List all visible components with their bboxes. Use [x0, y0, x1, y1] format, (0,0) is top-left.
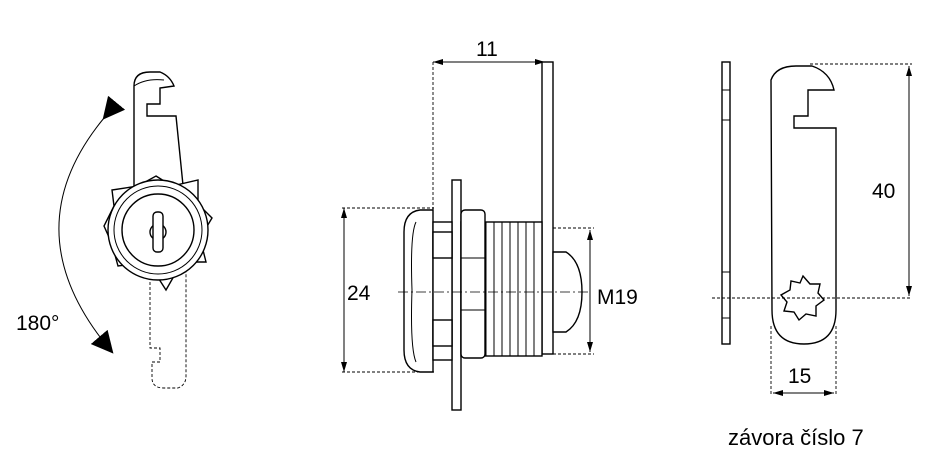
length-dimension: 40 — [872, 180, 895, 203]
mounting-plate — [451, 179, 462, 411]
cam-upper — [133, 71, 185, 196]
side-view: 11 — [341, 38, 638, 411]
hex-nut — [432, 209, 486, 359]
cam-outline — [770, 65, 837, 345]
width-dimension: 15 — [788, 365, 811, 388]
cam-edge-view — [721, 61, 731, 345]
height-dimension: 24 — [347, 282, 371, 305]
cam-detail-view: 40 15 — [712, 61, 912, 396]
lock-head — [403, 209, 434, 373]
front-view: 180° — [16, 71, 213, 389]
depth-dimension: 11 — [476, 38, 498, 61]
rotation-arrow — [58, 95, 126, 354]
cam-rotated-outline — [149, 261, 187, 389]
cam-plate — [541, 61, 554, 355]
caption: závora číslo 7 — [728, 425, 864, 450]
keyhole-icon — [149, 211, 167, 253]
thread-dimension: M19 — [597, 286, 638, 309]
rotation-label: 180° — [16, 312, 59, 335]
